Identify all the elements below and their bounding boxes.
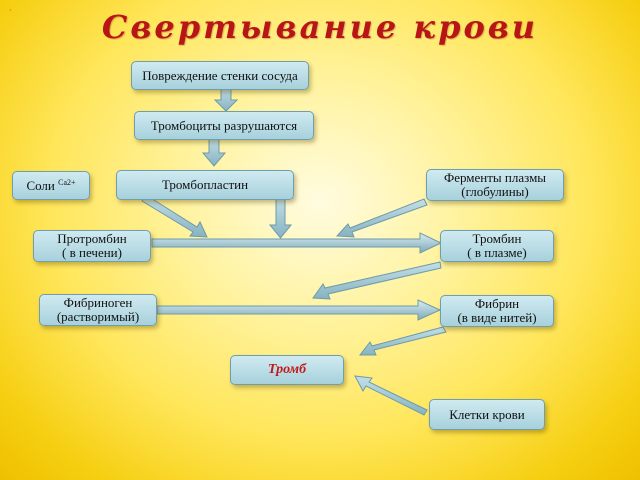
fibrinogen-line1: Фибриноген xyxy=(63,295,133,310)
arrow-fibrin-to-clot xyxy=(358,326,447,356)
node-plasma-enzymes-label: Ферменты плазмы(глобулины) xyxy=(444,171,546,199)
node-fibrinogen-label: Фибриноген(растворимый) xyxy=(57,296,139,324)
arrow-salts-to-line xyxy=(141,194,208,238)
node-blood-cells: Клетки крови xyxy=(429,399,545,430)
arrow-thrombin-to-fibrinogen xyxy=(312,261,442,300)
salts-superscript: Ca2+ xyxy=(58,177,76,187)
node-thromboplastin-label: Тромбопластин xyxy=(161,177,249,192)
node-vessel-damage: Повреждение стенки сосуда xyxy=(131,61,309,90)
fibrin-line1: Фибрин xyxy=(474,296,520,311)
enzymes-line1: Ферменты плазмы xyxy=(443,170,547,185)
salts-text: Соли xyxy=(26,177,55,193)
node-clot: Тромб xyxy=(230,355,344,385)
node-platelets: Тромбоциты разрушаются xyxy=(134,111,314,140)
arrow-prothrombin-to-thrombin xyxy=(151,232,443,254)
node-thromboplastin: Тромбопластин xyxy=(116,170,294,200)
arrow-fibrinogen-to-fibrin xyxy=(156,299,442,321)
arrow-platelets-to-thromboplastin xyxy=(201,137,227,167)
node-fibrin-label: Фибрин(в виде нитей) xyxy=(457,297,536,325)
corner-mark: · xyxy=(9,6,12,15)
node-clot-label: Тромб xyxy=(267,362,307,377)
fibrin-line2: (в виде нитей) xyxy=(457,310,537,325)
node-fibrin: Фибрин(в виде нитей) xyxy=(440,295,554,327)
node-platelets-label: Тромбоциты разрушаются xyxy=(150,117,298,133)
enzymes-line2: (глобулины) xyxy=(461,184,529,199)
node-calcium-salts: Соли Ca2+ xyxy=(12,171,90,200)
thrombin-line2: ( в плазме) xyxy=(467,245,527,260)
node-prothrombin: Протромбин( в печени) xyxy=(33,230,151,262)
prothrombin-line1: Протромбин xyxy=(57,231,127,246)
arrow-enzymes-to-line xyxy=(335,198,428,238)
node-calcium-salts-label: Соли Ca2+ xyxy=(26,177,76,193)
node-prothrombin-label: Протромбин( в печени) xyxy=(57,232,127,260)
arrow-thromboplastin-down xyxy=(268,197,293,239)
arrow-bloodcells-to-clot xyxy=(354,375,428,416)
node-fibrinogen: Фибриноген(растворимый) xyxy=(39,294,157,326)
page-title: Свертывание крови xyxy=(101,8,539,46)
node-blood-cells-label: Клетки крови xyxy=(449,406,525,422)
thrombin-line1: Тромбин xyxy=(472,231,522,246)
fibrinogen-line2: (растворимый) xyxy=(56,309,140,324)
arrow-damage-to-platelets xyxy=(213,87,239,112)
prothrombin-line2: ( в печени) xyxy=(62,245,122,260)
node-thrombin: Тромбин( в плазме) xyxy=(440,230,554,262)
node-thrombin-label: Тромбин( в плазме) xyxy=(467,232,526,260)
node-vessel-damage-label: Повреждение стенки сосуда xyxy=(142,67,298,83)
node-plasma-enzymes: Ферменты плазмы(глобулины) xyxy=(426,169,564,201)
